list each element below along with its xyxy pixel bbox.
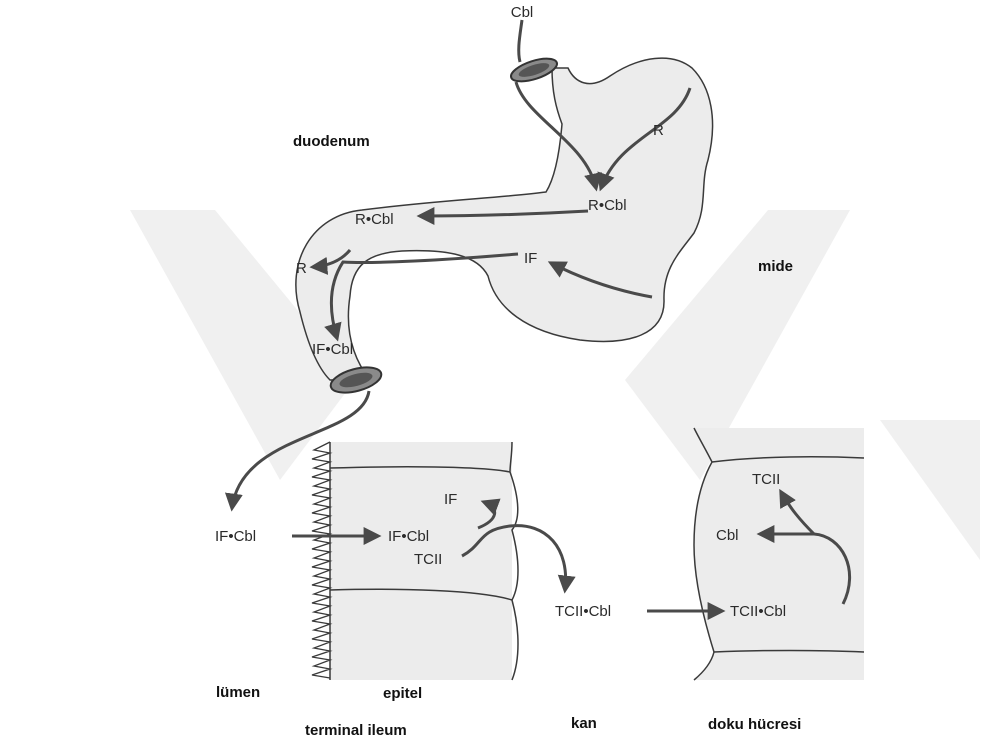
r-duodenum-label: R xyxy=(296,260,307,277)
cbl-top-label: Cbl xyxy=(511,4,534,21)
region-label-duodenum: duodenum xyxy=(293,133,370,150)
r-cbl-duodenum-label: R•Cbl xyxy=(355,211,394,228)
region-label-epithelium: epitel xyxy=(383,685,422,702)
region-label-stomach: mide xyxy=(758,258,793,275)
tcii-cell-label: TCII xyxy=(752,471,780,488)
cbl-cell-label: Cbl xyxy=(716,527,739,544)
if-cbl-lumen-label: IF•Cbl xyxy=(215,528,256,545)
r-cbl-stomach-label: R•Cbl xyxy=(588,197,627,214)
if-epithelium-label: IF xyxy=(444,491,457,508)
region-label-terminal-ileum: terminal ileum xyxy=(305,722,407,739)
region-label-blood: kan xyxy=(571,715,597,732)
region-label-lumen: lümen xyxy=(216,684,260,701)
tcii-epithelium-label: TCII xyxy=(414,551,442,568)
if-cbl-epithelium-label: IF•Cbl xyxy=(388,528,429,545)
region-label-tissue-cell: doku hücresi xyxy=(708,716,801,733)
tcii-cbl-blood-label: TCII•Cbl xyxy=(555,603,611,620)
microvilli-border xyxy=(312,442,330,678)
tcii-cbl-cell-label: TCII•Cbl xyxy=(730,603,786,620)
r-stomach-label: R xyxy=(653,122,664,139)
tissue-cell xyxy=(694,428,864,680)
cbl-entry-line xyxy=(519,20,522,62)
if-cbl-duodenum-label: IF•Cbl xyxy=(312,341,353,358)
if-stomach-label: IF xyxy=(524,250,537,267)
